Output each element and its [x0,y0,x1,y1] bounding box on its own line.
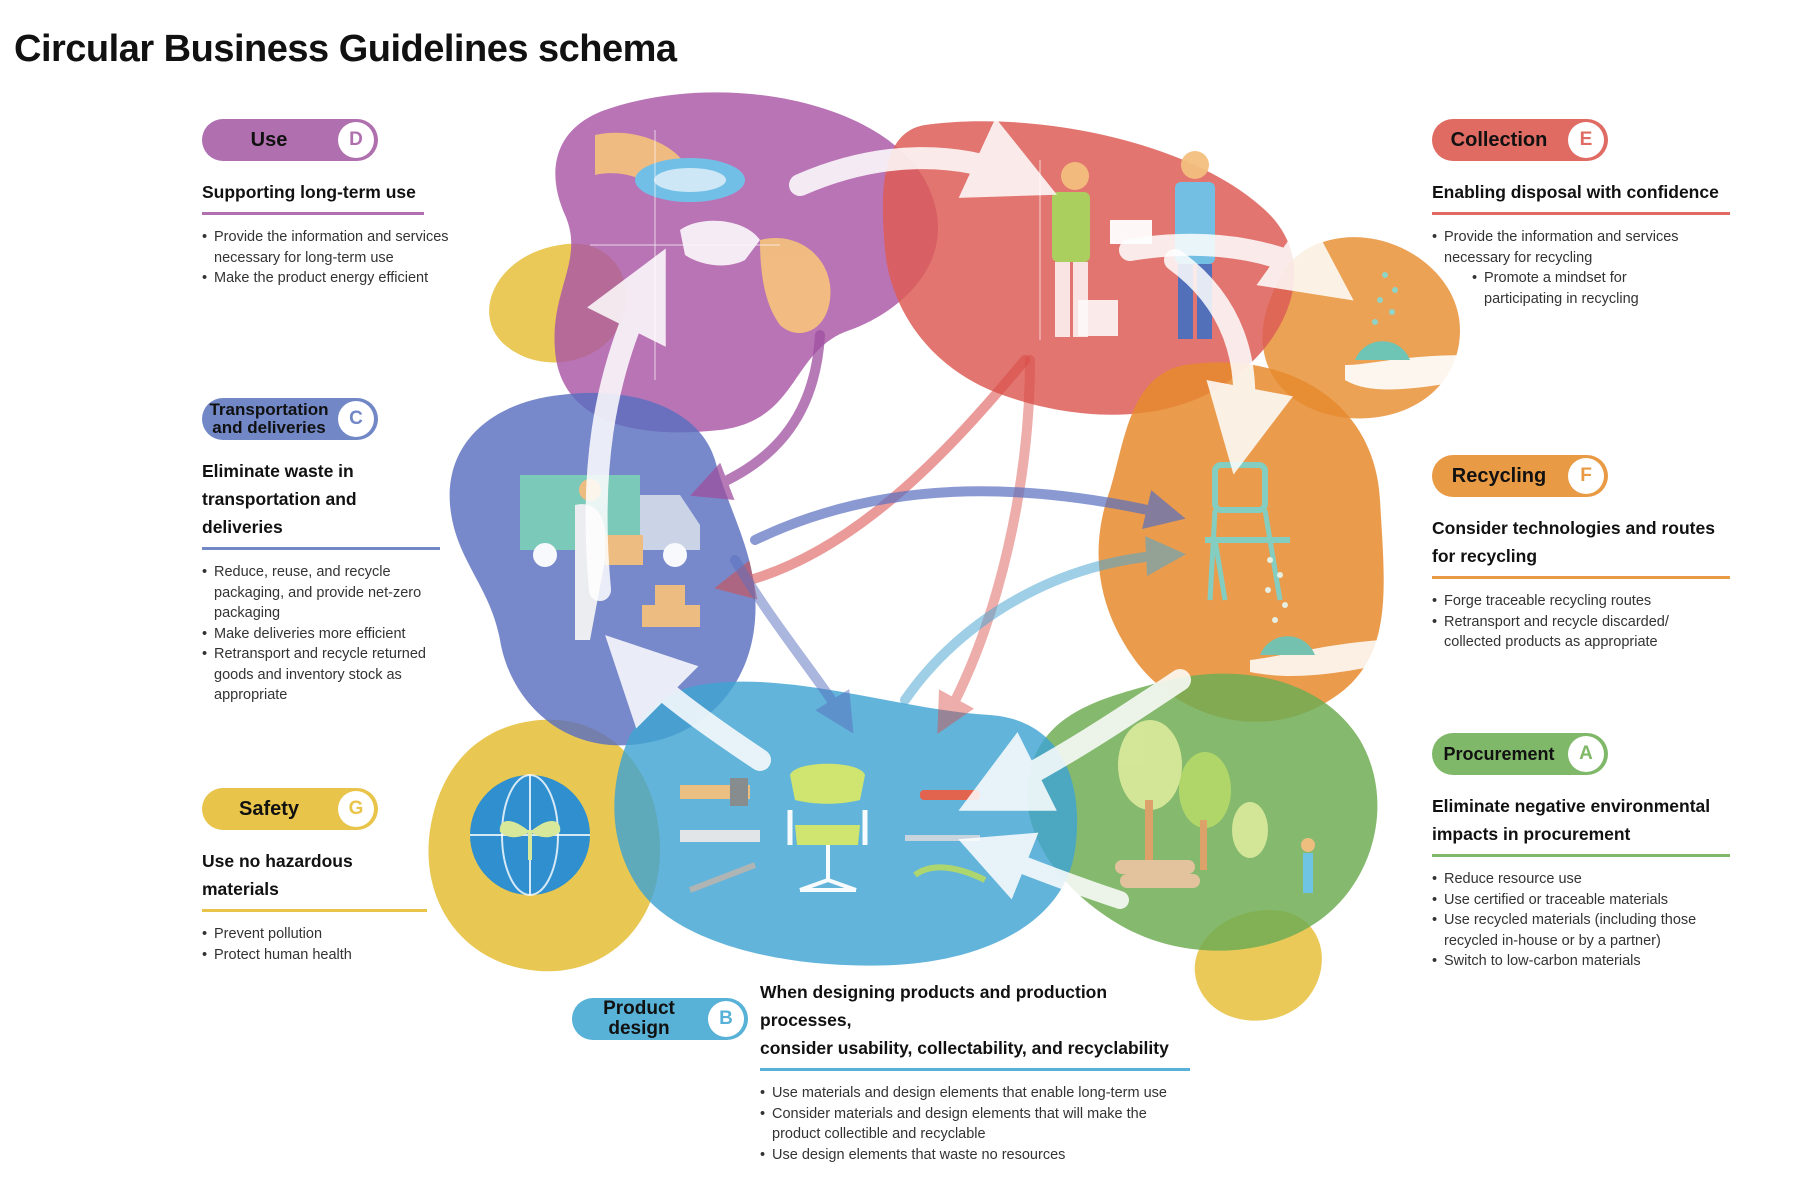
stage-product-design-letter: B [708,1001,744,1037]
stage-use-bullets: Provide the information and services nec… [202,227,482,289]
globe-sprout-illustration [470,774,590,896]
list-item: Consider materials and design elements t… [760,1104,1180,1145]
list-item: Switch to low-carbon materials [1432,951,1702,972]
stage-procurement-bullets: Reduce resource use Use certified or tra… [1432,869,1702,972]
stage-transport: Transportation and deliveries C Eliminat… [202,398,442,706]
stage-transport-heading: Eliminate waste in transportation and de… [202,457,440,550]
stage-procurement-pill: Procurement A [1432,733,1608,775]
stage-procurement-label: Procurement [1443,744,1555,764]
stage-collection-letter: E [1568,122,1604,158]
list-item: Use certified or traceable materials [1432,890,1702,911]
stage-procurement-heading-line2: impacts in procurement [1432,824,1631,844]
hand-granules-illustration [1345,272,1470,390]
stage-safety-letter: G [338,791,374,827]
list-item: Make the product energy efficient [202,268,482,289]
stage-recycling-letter: F [1568,458,1604,494]
stage-product-design-pill-wrap: Product design B [572,998,748,1045]
stage-collection-pill: Collection E [1432,119,1608,161]
stage-safety-bullets: Prevent pollution Protect human health [202,924,442,965]
stage-safety: Safety G Use no hazardous materials Prev… [202,788,442,965]
list-item: Protect human health [202,945,442,966]
list-item: Use design elements that waste no resour… [760,1145,1180,1166]
stage-transport-label: Transportation and deliveries [202,398,336,440]
list-item: Reduce resource use [1432,869,1702,890]
stage-product-design-heading-line1: When designing products and production p… [760,982,1108,1030]
stage-use-label: Use [250,129,288,151]
stage-recycling: Recycling F Consider technologies and ro… [1432,455,1742,653]
stage-safety-pill: Safety G [202,788,378,830]
stage-procurement-heading: Eliminate negative environmental impacts… [1432,792,1730,857]
stage-transport-bullets: Reduce, reuse, and recycle packaging, an… [202,562,434,706]
list-item: Reduce, reuse, and recycle packaging, an… [202,562,434,624]
stage-transport-heading-line2: transportation and deliveries [202,489,357,537]
stage-product-design-label: Product design [572,998,706,1040]
stage-product-design-heading: When designing products and production p… [760,978,1190,1071]
stage-product-design-label-line2: design [608,1018,670,1039]
stage-product-design-heading-line2: consider usability, collectability, and … [760,1038,1169,1058]
stage-transport-pill: Transportation and deliveries C [202,398,378,440]
stage-transport-label-line2: and deliveries [212,418,326,437]
stage-use-heading: Supporting long-term use [202,178,424,215]
stage-recycling-heading: Consider technologies and routes for rec… [1432,514,1730,579]
stage-procurement-letter: A [1568,736,1604,772]
stage-product-design-pill: Product design B [572,998,748,1040]
stage-collection: Collection E Enabling disposal with conf… [1432,119,1742,309]
stage-recycling-label: Recycling [1451,465,1547,487]
list-item: Retransport and recycle discarded/ colle… [1432,612,1702,653]
stage-transport-letter: C [338,401,374,437]
forest-illustration [1115,720,1315,893]
stage-procurement-heading-line1: Eliminate negative environmental [1432,796,1711,816]
cycle-flow-arrows [585,117,1354,909]
stage-recycling-pill: Recycling F [1432,455,1608,497]
list-item: Use materials and design elements that e… [760,1083,1180,1104]
stage-product-design-label-line1: Product [603,998,675,1019]
stage-use-letter: D [338,122,374,158]
recycle-chair-illustration [1205,462,1380,676]
stage-recycling-heading-line1: Consider technologies and routes [1432,518,1715,538]
stage-product-design: When designing products and production p… [760,970,1200,1165]
stage-use: Use D Supporting long-term use Provide t… [202,119,482,289]
list-item: Provide the information and services nec… [1432,227,1702,268]
list-item: Retransport and recycle returned goods a… [202,644,434,706]
hands-product-illustration [590,130,831,380]
stage-collection-label: Collection [1450,129,1548,151]
stage-product-design-bullets: Use materials and design elements that e… [760,1083,1180,1165]
list-item: Forge traceable recycling routes [1432,591,1702,612]
list-item: Promote a mindset for participating in r… [1472,268,1664,309]
stage-procurement: Procurement A Eliminate negative environ… [1432,733,1742,972]
stage-use-pill: Use D [202,119,378,161]
stage-recycling-heading-line2: for recycling [1432,546,1538,566]
list-item: Use recycled materials (including those … [1432,910,1702,951]
list-item: Prevent pollution [202,924,442,945]
stage-safety-heading: Use no hazardous materials [202,847,427,912]
stage-collection-heading: Enabling disposal with confidence [1432,178,1730,215]
stage-transport-label-line1: Transportation [209,400,329,419]
stage-collection-bullets: Provide the information and services nec… [1432,227,1702,309]
stage-transport-heading-line1: Eliminate waste in [202,461,354,481]
stage-safety-label: Safety [238,798,300,820]
stage-recycling-bullets: Forge traceable recycling routes Retrans… [1432,591,1702,653]
list-item: Provide the information and services nec… [202,227,482,268]
list-item: Make deliveries more efficient [202,624,434,645]
page-title: Circular Business Guidelines schema [14,28,677,70]
